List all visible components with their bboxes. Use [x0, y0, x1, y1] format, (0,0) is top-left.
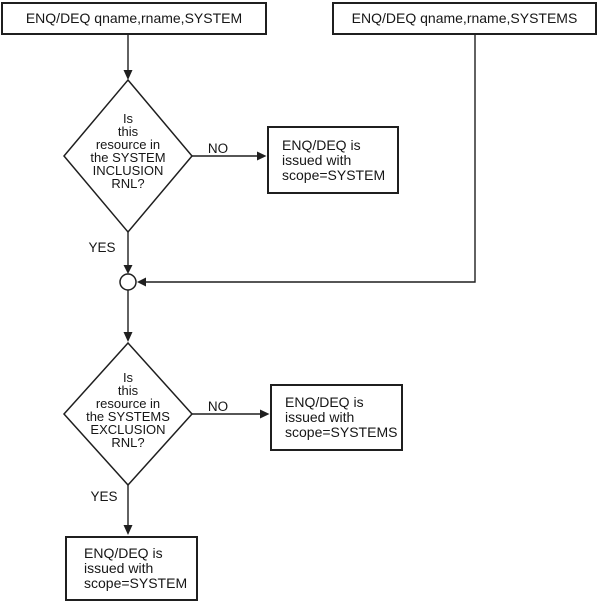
arrowhead-down-icon: [123, 525, 133, 535]
result-box-scope-system-no: ENQ/DEQ is issued with scope=SYSTEM: [267, 126, 399, 194]
decision-line: the SYSTEM: [90, 150, 166, 165]
connector-circle: [119, 273, 137, 291]
arrowhead-left-icon: [137, 277, 146, 287]
edge-label-exclusion-no: NO: [207, 399, 229, 414]
arrowhead-down-icon: [123, 265, 133, 274]
edge-label-exclusion-yes: YES: [90, 489, 118, 504]
result-line: scope=SYSTEMS: [285, 424, 398, 440]
arrowhead-down-icon: [123, 332, 133, 342]
flow-line-start-systems-to-connector: [146, 35, 476, 283]
start-box-system: ENQ/DEQ qname,rname,SYSTEM: [1, 2, 267, 35]
result-line: ENQ/DEQ is: [84, 545, 163, 561]
result-line: issued with: [285, 409, 355, 425]
start-box-systems-label: ENQ/DEQ qname,rname,SYSTEMS: [351, 10, 578, 26]
decision-line: resource in: [95, 396, 161, 411]
decision-line: INCLUSION: [92, 163, 164, 178]
decision-line: this: [117, 383, 139, 398]
arrowhead-down-icon: [123, 70, 133, 80]
decision-line: this: [117, 124, 139, 139]
edge-label-inclusion-no: NO: [207, 141, 229, 156]
decision-line: the SYSTEMS: [86, 409, 170, 424]
result-box-scope-system-yes: ENQ/DEQ is issued with scope=SYSTEM: [65, 536, 198, 601]
start-box-system-label: ENQ/DEQ qname,rname,SYSTEM: [25, 10, 243, 26]
result-line: issued with: [84, 560, 154, 576]
result-line: ENQ/DEQ is: [285, 394, 364, 410]
decision-line: EXCLUSION: [90, 422, 166, 437]
result-box-scope-systems-no: ENQ/DEQ is issued with scope=SYSTEMS: [270, 384, 403, 451]
decision-line: RNL?: [111, 435, 145, 450]
result-line: scope=SYSTEM: [84, 575, 188, 591]
decision-text-systems-exclusion: Is this resource in the SYSTEMS EXCLUSIO…: [58, 371, 198, 449]
arrowhead-right-icon: [260, 409, 270, 419]
start-box-systems: ENQ/DEQ qname,rname,SYSTEMS: [332, 2, 597, 35]
decision-line: Is: [122, 111, 134, 126]
result-line: ENQ/DEQ is: [282, 136, 361, 153]
edge-label-inclusion-yes: YES: [88, 240, 116, 255]
decision-line: RNL?: [111, 176, 145, 191]
decision-line: resource in: [95, 137, 161, 152]
arrowhead-right-icon: [257, 151, 267, 161]
decision-text-system-inclusion: Is this resource in the SYSTEM INCLUSION…: [58, 112, 198, 190]
decision-line: Is: [122, 370, 134, 385]
result-line: issued with: [282, 151, 352, 168]
result-line: scope=SYSTEM: [282, 166, 386, 183]
